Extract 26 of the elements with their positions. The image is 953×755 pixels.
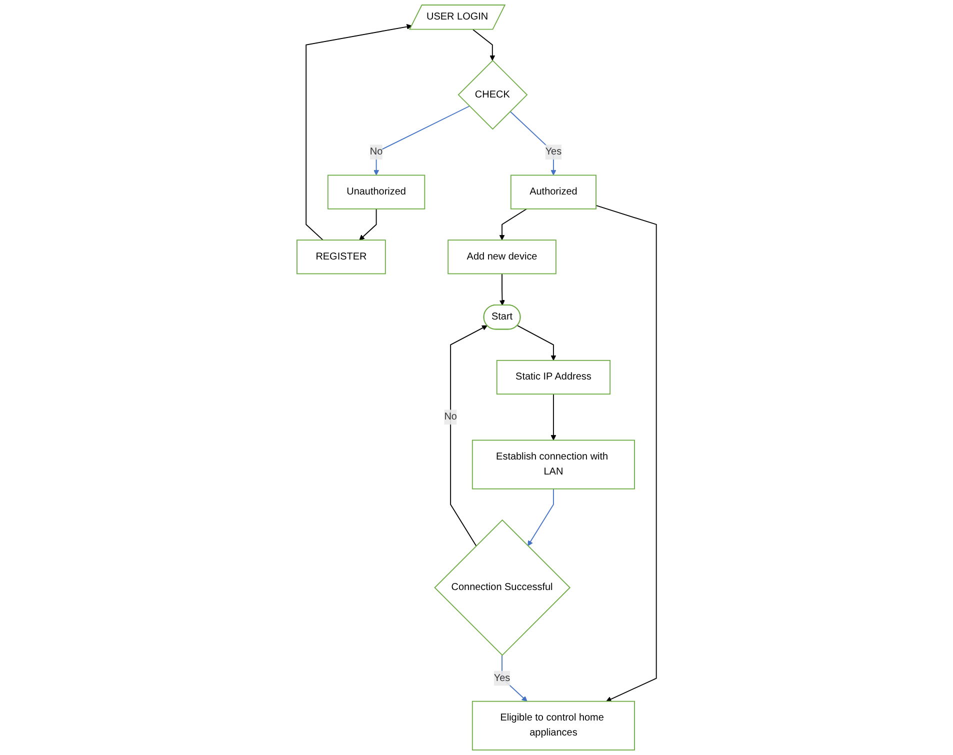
node-box: Establish connection with LAN	[472, 440, 635, 490]
arrow	[359, 208, 377, 240]
node-box: Add new device	[447, 240, 556, 274]
arrow	[499, 273, 505, 306]
node-box: Eligible to control home appliances	[472, 700, 635, 750]
node-box: Unauthorized	[327, 174, 425, 210]
arrow	[509, 110, 556, 176]
arrow	[501, 654, 528, 702]
node-box: Static IP Address	[496, 360, 610, 395]
arrow	[550, 394, 556, 440]
node-diamond: CHECK	[458, 60, 528, 130]
arrow	[499, 208, 528, 240]
edge-label: Yes	[545, 146, 562, 158]
node-diamond: Connection Successful	[434, 519, 570, 656]
arrow	[595, 205, 657, 702]
arrow	[450, 325, 488, 546]
arrow	[305, 24, 412, 241]
arrow	[527, 488, 554, 546]
node-box: Authorized	[510, 174, 596, 210]
edge-label: No	[370, 146, 383, 158]
edge-label: Yes	[494, 672, 510, 684]
edge-label: No	[444, 412, 457, 422]
node-box: REGISTER	[296, 240, 386, 274]
arrow	[373, 106, 470, 176]
arrow	[472, 29, 495, 61]
arrow	[516, 325, 556, 361]
